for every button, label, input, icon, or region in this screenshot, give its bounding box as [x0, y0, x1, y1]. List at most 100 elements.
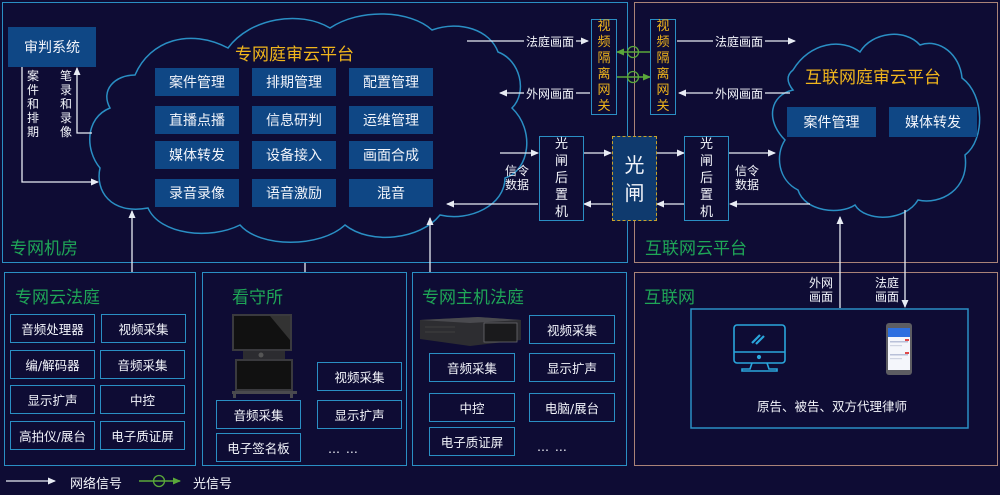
- module-media-forward[interactable]: 媒体转发: [155, 141, 239, 169]
- char: 关: [597, 99, 611, 114]
- label-court-view-left: 法庭画面: [524, 33, 577, 50]
- module-device-access[interactable]: 设备接入: [252, 141, 336, 169]
- region-title-internet: 互联网: [644, 288, 695, 308]
- optical-gate-post-machine-left[interactable]: 光 闸 后 置 机: [539, 136, 584, 221]
- cloud-court-device[interactable]: 显示扩声: [10, 385, 95, 414]
- internet-module-media-forward[interactable]: 媒体转发: [889, 107, 977, 137]
- line: 信令: [505, 164, 530, 178]
- char: 排: [26, 111, 39, 125]
- detention-device[interactable]: 电子签名板: [216, 433, 301, 462]
- legend-network-signal: 网络信号: [70, 477, 123, 492]
- detention-device[interactable]: 显示扩声: [317, 400, 402, 429]
- detention-device[interactable]: 音频采集: [216, 400, 301, 429]
- line: 数据: [735, 178, 760, 192]
- region-detention: [202, 272, 407, 466]
- arrow-record-video: [73, 67, 92, 134]
- cloud-court-device[interactable]: 音频采集: [100, 350, 185, 379]
- cloud-court-device[interactable]: 音频处理器: [10, 314, 95, 343]
- label-court-view-right: 法庭画面: [713, 33, 766, 50]
- internet-module-case-management[interactable]: 案件管理: [787, 107, 876, 137]
- char: 期: [26, 125, 39, 139]
- host-court-device[interactable]: 音频采集: [429, 353, 515, 382]
- char: 隔: [597, 51, 611, 66]
- optical-node-bottom: [626, 70, 640, 84]
- private-cloud-title: 专网庭审云平台: [235, 45, 354, 65]
- char: 频: [597, 35, 611, 50]
- char: 隔: [656, 51, 670, 66]
- host-court-more: … …: [537, 440, 568, 454]
- cloud-court-device[interactable]: 电子质证屏: [100, 421, 185, 450]
- module-mixing[interactable]: 混音: [349, 179, 433, 207]
- char: 案: [26, 69, 39, 83]
- region-private-room: [2, 2, 628, 263]
- region-host-court: [412, 272, 627, 466]
- label-case-schedule: 案 件 和 排 期: [26, 69, 40, 139]
- char: 后: [699, 171, 713, 186]
- char: 后: [554, 171, 568, 186]
- optical-gate[interactable]: 光 闸: [612, 136, 657, 221]
- char: 视: [597, 19, 611, 34]
- line: 数据: [505, 178, 530, 192]
- detention-more: … …: [328, 442, 359, 456]
- module-live-vod[interactable]: 直播点播: [155, 106, 239, 134]
- label-signal-data-right: 信令 数据: [735, 164, 759, 192]
- char: 置: [554, 188, 568, 203]
- module-case-management[interactable]: 案件管理: [155, 68, 239, 96]
- region-title-host-court: 专网主机法庭: [422, 288, 524, 308]
- char: 网: [597, 83, 611, 98]
- char: 闸: [624, 180, 645, 205]
- cloud-court-device[interactable]: 高拍仪/展台: [10, 421, 95, 450]
- region-internet-cloud-platform: [634, 2, 998, 263]
- char: 关: [656, 99, 670, 114]
- module-recording[interactable]: 录音录像: [155, 179, 239, 207]
- module-info-analysis[interactable]: 信息研判: [252, 106, 336, 134]
- optical-gate-post-machine-right[interactable]: 光 闸 后 置 机: [684, 136, 729, 221]
- module-ops[interactable]: 运维管理: [349, 106, 433, 134]
- label-external-view-internet: 外网 画面: [809, 276, 833, 304]
- char: 机: [699, 205, 713, 220]
- char: 录: [59, 111, 72, 125]
- char: 录: [59, 83, 72, 97]
- region-title-cloud-court: 专网云法庭: [15, 288, 100, 308]
- host-court-device[interactable]: 视频采集: [529, 315, 615, 344]
- internet-cloud-title: 互联网庭审云平台: [805, 68, 941, 88]
- cloud-court-device[interactable]: 编/解码器: [10, 350, 95, 379]
- cloud-court-device[interactable]: 中控: [100, 385, 185, 414]
- region-internet: [634, 272, 998, 466]
- label-signal-data-left: 信令 数据: [505, 164, 529, 192]
- module-scheduling[interactable]: 排期管理: [252, 68, 336, 96]
- video-isolation-gateway-right[interactable]: 视 频 隔 离 网 关: [650, 19, 676, 115]
- char: 网: [656, 83, 670, 98]
- module-compositing[interactable]: 画面合成: [349, 141, 433, 169]
- char: 闸: [554, 154, 568, 169]
- host-court-device[interactable]: 电子质证屏: [429, 427, 515, 456]
- char: 光: [699, 137, 713, 152]
- private-cloud-shape: [89, 13, 528, 243]
- module-configuration[interactable]: 配置管理: [349, 68, 433, 96]
- label-record-video: 笔 录 和 录 像: [59, 69, 73, 139]
- region-title-detention: 看守所: [232, 288, 283, 308]
- host-machine-image: [420, 317, 521, 346]
- char: 像: [59, 125, 72, 139]
- char: 件: [26, 83, 39, 97]
- line: 外网: [809, 276, 834, 290]
- legend-optical-node: [152, 474, 166, 488]
- cloud-court-device[interactable]: 视频采集: [101, 314, 186, 343]
- region-cloud-court: [4, 272, 196, 466]
- detention-terminal-image: [232, 314, 297, 398]
- host-court-device[interactable]: 中控: [429, 393, 515, 422]
- arrow-case-schedule: [21, 58, 99, 186]
- label-court-view-internet: 法庭 画面: [875, 276, 899, 304]
- phone-icon: [886, 323, 912, 375]
- module-voice-activation[interactable]: 语音激励: [252, 179, 336, 207]
- char: 视: [656, 19, 670, 34]
- detention-device[interactable]: 视频采集: [317, 362, 402, 391]
- char: 光: [624, 152, 645, 177]
- host-court-device[interactable]: 显示扩声: [529, 353, 615, 382]
- char: 置: [699, 188, 713, 203]
- video-isolation-gateway-left[interactable]: 视 频 隔 离 网 关: [591, 19, 617, 115]
- trial-system-box[interactable]: 审判系统: [8, 27, 96, 67]
- host-court-device[interactable]: 电脑/展台: [529, 393, 615, 422]
- internet-users-label: 原告、被告、双方代理律师: [757, 399, 908, 414]
- char: 离: [597, 67, 611, 82]
